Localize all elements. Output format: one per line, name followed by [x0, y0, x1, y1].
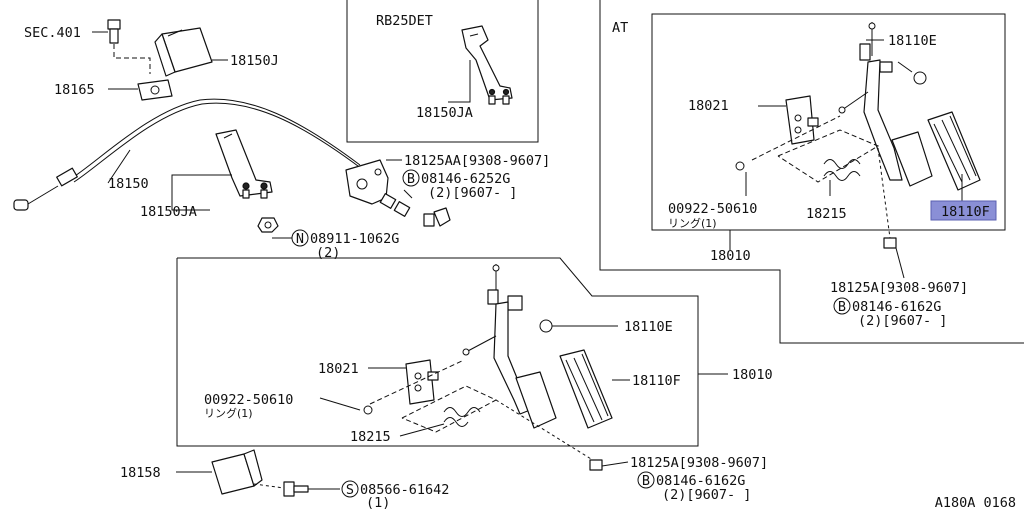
label-18150J: 18150J [230, 53, 279, 69]
label-at-18125A: 18125A[9308-9607] [830, 280, 968, 296]
circle-S: S [341, 480, 359, 498]
at-pedal-assembly [729, 22, 981, 279]
bolts-08146-6252G [379, 189, 413, 217]
circle-B-mt: B [637, 471, 655, 489]
stopper-18158 [176, 449, 285, 495]
circle-letter: B [838, 299, 846, 315]
label-mt-18215: 18215 [350, 429, 391, 445]
label-at-18215: 18215 [806, 206, 847, 222]
circle-letter: B [642, 473, 650, 489]
label-qty-2: (2) [316, 245, 340, 261]
label-qty-2-9607: (2)[9607- ] [428, 185, 517, 201]
nut-08911 [257, 207, 451, 239]
label-mt-ring: リング(1) [204, 406, 253, 420]
label-mt-18110E: 18110E [624, 319, 673, 335]
label-mt-18125A: 18125A[9308-9607] [630, 455, 768, 471]
label-mt-18010: 18010 [732, 367, 773, 383]
label-08566: 08566-61642 [360, 482, 449, 498]
label-rb25det: RB25DET [376, 13, 433, 29]
label-at-18110E: 18110E [888, 33, 937, 49]
label-at-18110F: 18110F [941, 204, 990, 220]
at-inset-frame [599, 0, 1024, 344]
label-18125AA: 18125AA[9308-9607] [404, 153, 550, 169]
label-mt-qty: (2)[9607- ] [662, 487, 751, 503]
highlight-18110F [930, 200, 997, 221]
circle-N: N [291, 229, 309, 247]
circle-letter: B [407, 171, 415, 187]
clip-18165 [108, 79, 173, 101]
label-mt-08146: 08146-6162G [656, 473, 745, 489]
label-18150JA: 18150JA [140, 204, 197, 220]
mt-pedal-assembly [319, 264, 728, 471]
label-qty-1: (1) [366, 495, 390, 510]
sec401-bolt [92, 19, 121, 44]
label-mt-00922: 00922-50610 [204, 392, 293, 408]
connector-dashed [113, 44, 151, 74]
throttle-bracket-18125AA [345, 159, 402, 205]
label-at-18021: 18021 [688, 98, 729, 114]
circle-letter: N [296, 231, 304, 247]
label-mt-18021: 18021 [318, 361, 359, 377]
label-08146-6252G: 08146-6252G [421, 171, 510, 187]
circle-B-at: B [833, 297, 851, 315]
label-18165: 18165 [54, 82, 95, 98]
circle-letter: S [346, 482, 354, 498]
label-at: AT [612, 20, 628, 36]
rb25det-inset-frame [346, 0, 539, 143]
label-08911: 08911-1062G [310, 231, 399, 247]
label-mt-18110F: 18110F [632, 373, 681, 389]
mt-pedal-frame [176, 257, 699, 447]
label-at-qty: (2)[9607- ] [858, 313, 947, 329]
circle-B-top: B [402, 169, 420, 187]
label-at-08146: 08146-6162G [852, 299, 941, 315]
label-18158: 18158 [120, 465, 161, 481]
label-at-00922: 00922-50610 [668, 201, 757, 217]
accel-cable-18150 [13, 98, 363, 211]
label-18150JA-rb: 18150JA [416, 105, 473, 121]
label-at-18010: 18010 [710, 248, 751, 264]
screw-08566 [283, 481, 340, 497]
bracket-18150JA [171, 129, 273, 211]
diagram-id: A180A 0168 [935, 495, 1016, 510]
label-at-ring: リング(1) [668, 216, 717, 230]
cover-18150J [154, 27, 228, 77]
label-sec401: SEC.401 [24, 25, 81, 41]
rb25det-bracket [448, 25, 513, 105]
label-18150: 18150 [108, 176, 149, 192]
